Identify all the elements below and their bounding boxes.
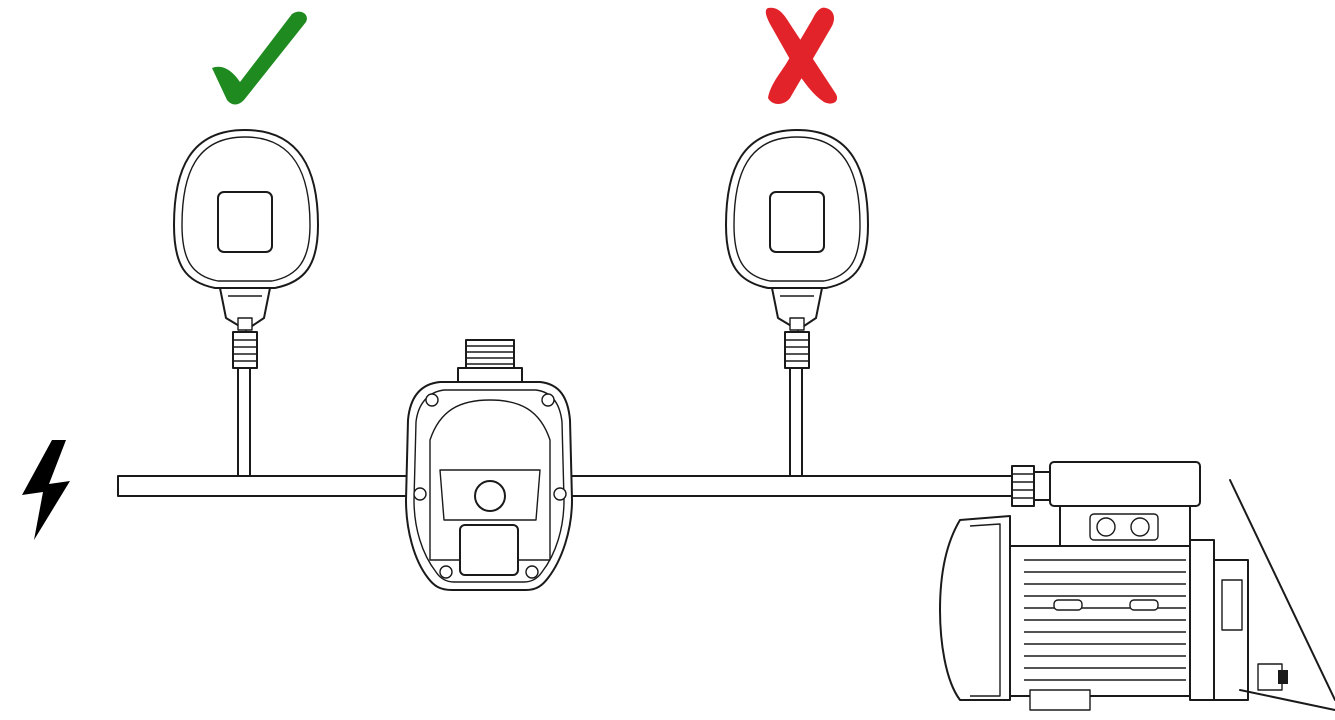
lightning-bolt-icon [22,440,70,540]
electric-pump-motor [939,461,1335,711]
cross-mark-icon [765,7,838,105]
wall-plug-device-correct [173,129,319,477]
pressure-controller [405,339,573,591]
check-mark-icon [212,11,307,105]
wall-plug-device-incorrect [725,129,869,477]
cooling-fins [1024,559,1186,681]
screw-heads [413,393,567,579]
